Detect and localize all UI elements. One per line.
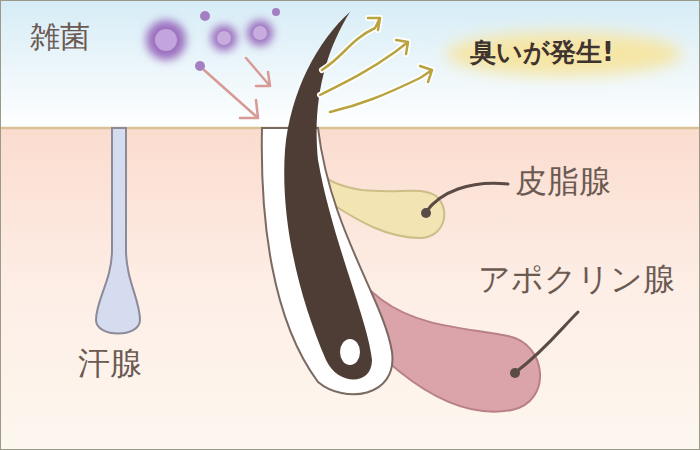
part-label: 汗腺 — [78, 346, 142, 381]
leader-dot — [510, 368, 520, 378]
hair-papilla — [340, 339, 360, 365]
part-label: 皮脂腺 — [515, 164, 611, 199]
germs — [146, 8, 280, 71]
germ-label: 雑菌 — [30, 20, 90, 53]
germ-arrows — [204, 58, 270, 118]
sweat-gland — [96, 128, 140, 334]
leader-dot — [421, 208, 431, 218]
odour-label: 臭いが発生! — [470, 38, 614, 67]
skin-surface — [0, 127, 700, 130]
odour-glow — [446, 32, 682, 76]
odour-arrows — [320, 18, 432, 112]
air — [0, 0, 700, 128]
part-label: アポクリン腺 — [478, 262, 675, 297]
